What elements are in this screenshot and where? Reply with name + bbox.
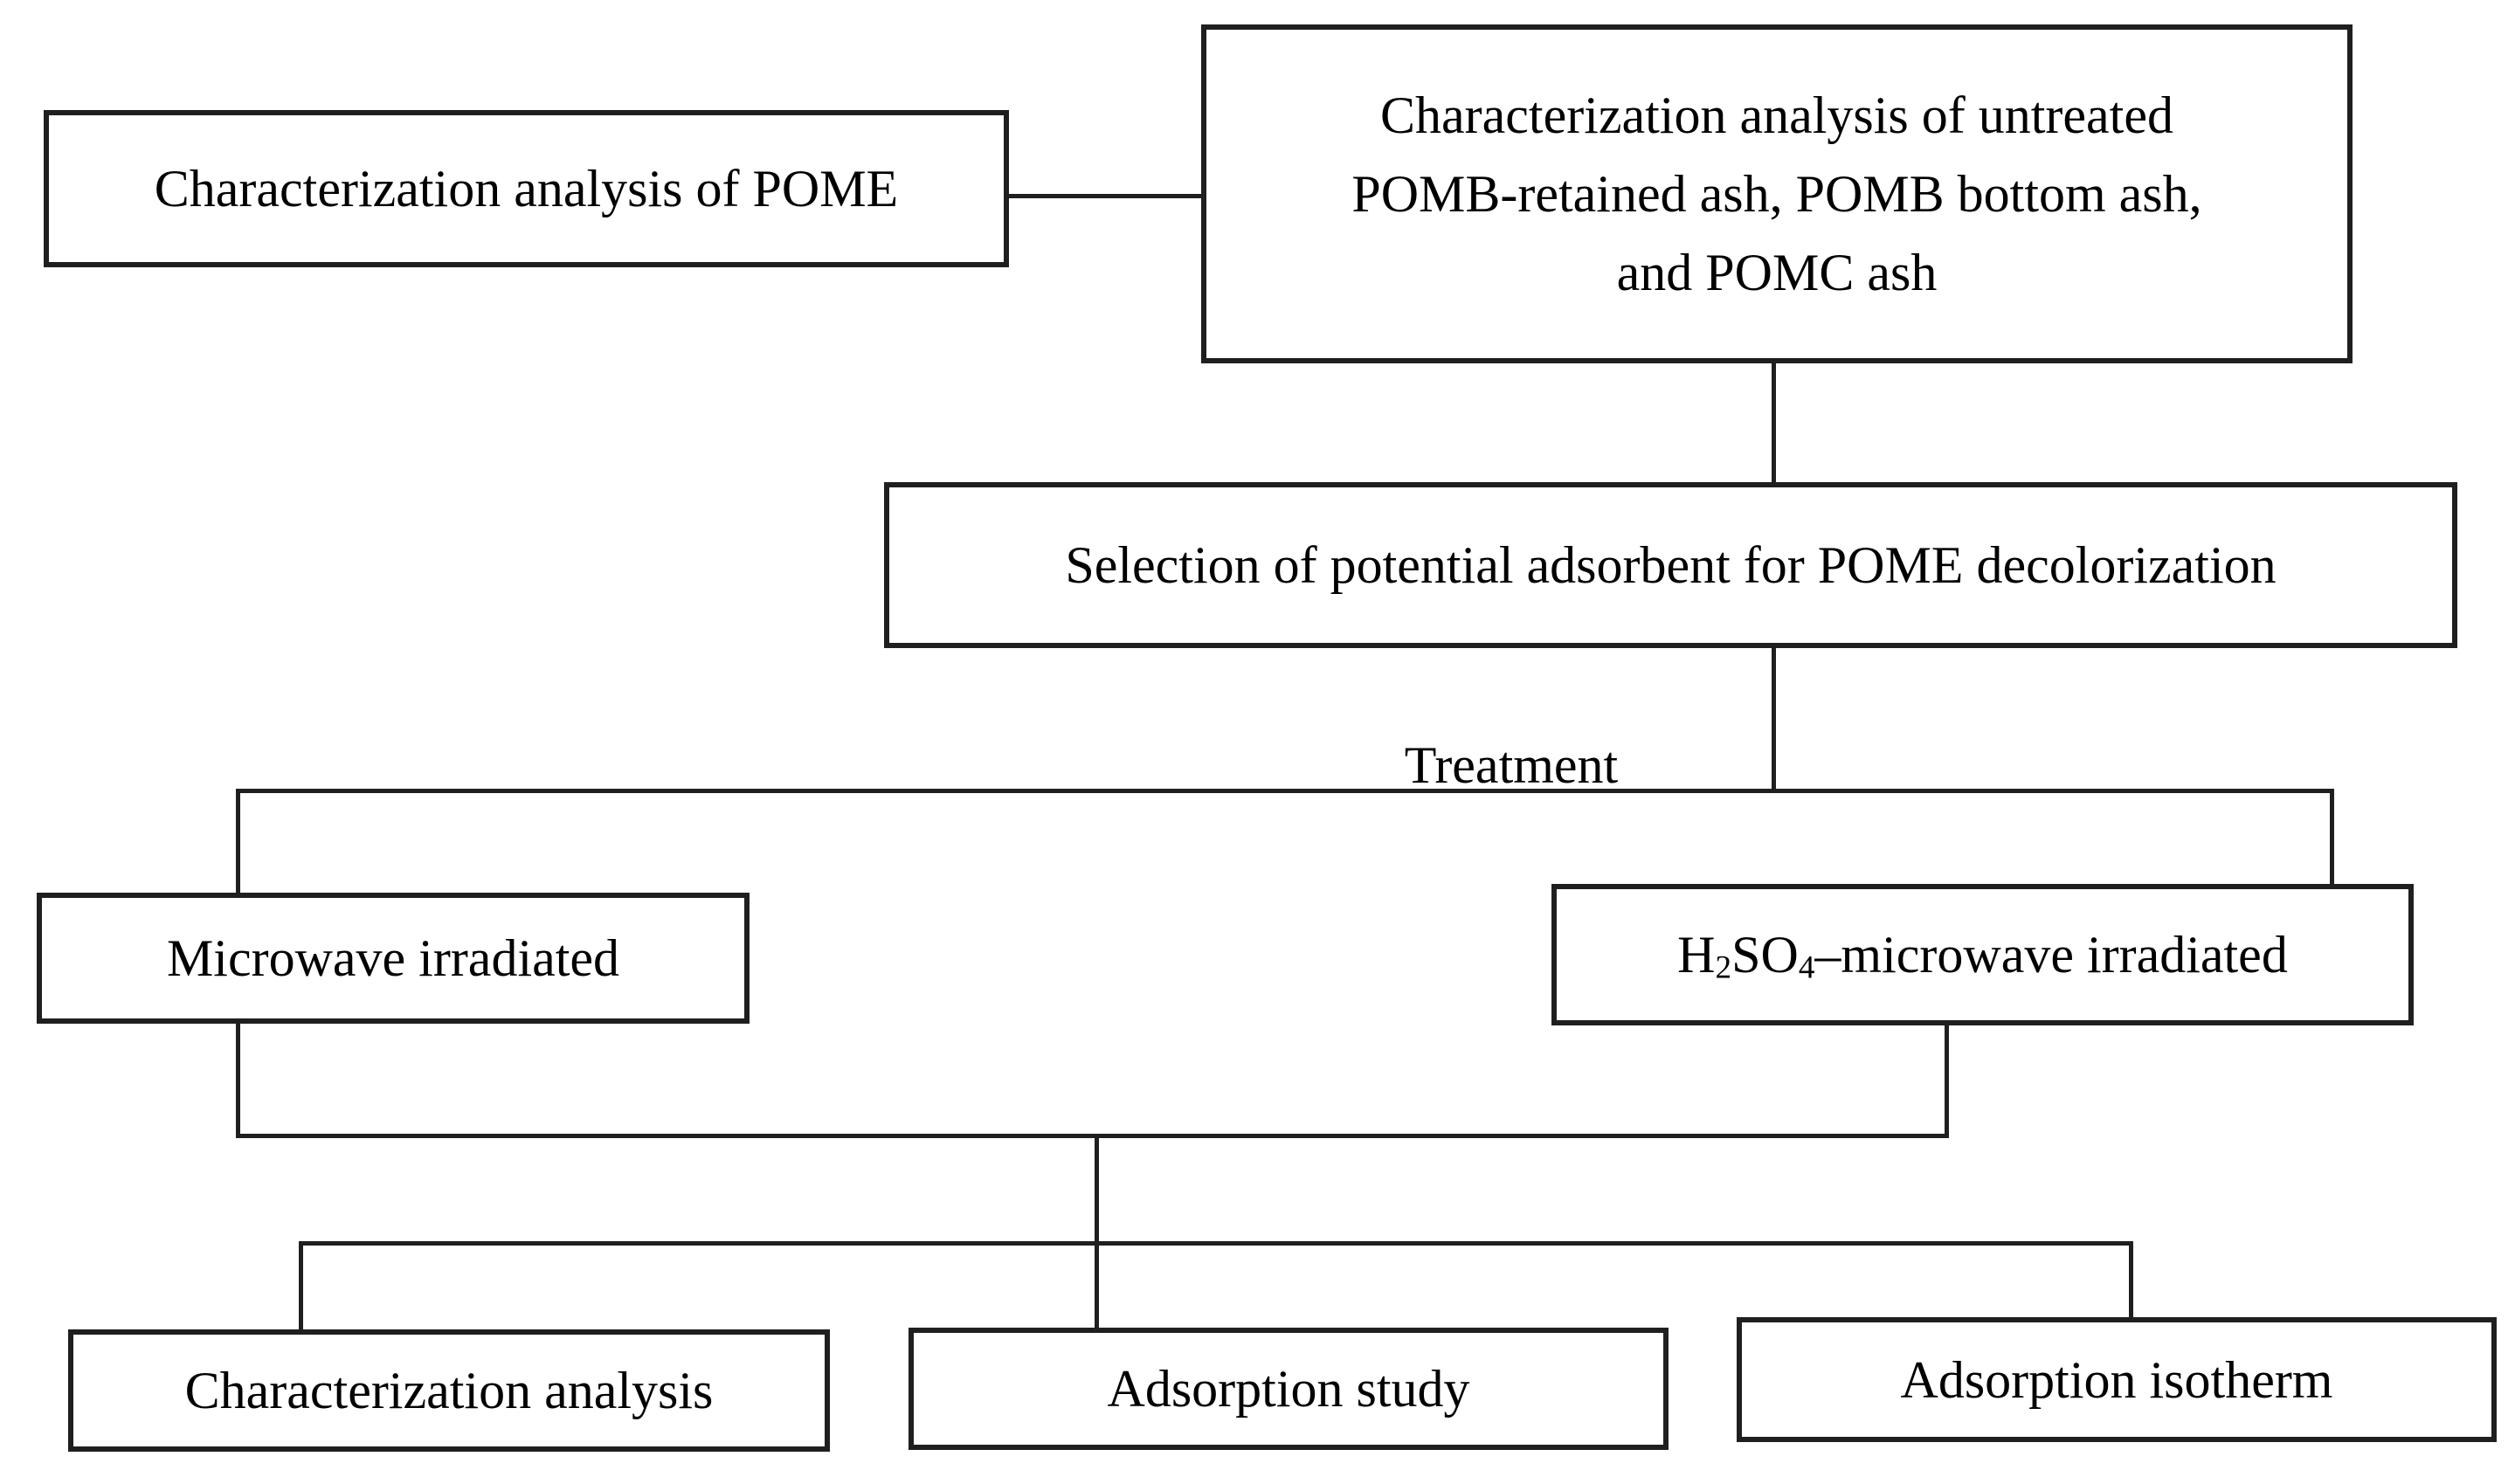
node-label-line-1: Characterization analysis of untreated [1380,86,2173,144]
treatment-branch-line [236,789,2334,793]
node-characterization-analysis: Characterization analysis [68,1329,830,1452]
node-microwave-irradiated: Microwave irradiated [37,893,750,1024]
node-label: Characterization analysis of untreated P… [1351,76,2201,312]
distribution-line [299,1241,2133,1246]
node-label: Microwave irradiated [166,929,620,987]
node-label: H2SO4–microwave irradiated [1677,915,2288,994]
node-label: Selection of potential adsorbent for POM… [1065,536,2277,594]
connector-distribution-adsorption-isotherm [2129,1241,2133,1318]
connector-merge-distribution [1095,1134,1099,1245]
node-label: Adsorption study [1107,1360,1470,1418]
merge-line [236,1134,1949,1138]
node-h2so4-microwave-irradiated: H2SO4–microwave irradiated [1551,884,2414,1025]
h2so4-formula-part: H [1677,926,1716,984]
connector-microwave-merge [236,1024,240,1137]
connector-h2so4-merge [1945,1025,1949,1137]
connector-branch-h2so4 [2330,789,2334,885]
node-label-line-2: POMB-retained ash, POMB bottom ash, [1351,165,2202,223]
node-untreated-ash-characterization: Characterization analysis of untreated P… [1201,24,2353,363]
connector-untreated-selection [1772,363,1776,483]
node-adsorption-isotherm: Adsorption isotherm [1737,1317,2497,1442]
node-adsorbent-selection: Selection of potential adsorbent for POM… [884,482,2457,648]
node-label: Characterization analysis of POME [154,160,899,217]
h2so4-label-rest: –microwave irradiated [1814,926,2288,984]
connector-distribution-adsorption-study [1095,1241,1099,1329]
node-adsorption-study: Adsorption study [909,1328,1669,1450]
connector-distribution-characterization [299,1241,303,1330]
h2so4-subscript-4: 4 [1798,949,1815,986]
h2so4-subscript-2: 2 [1715,949,1732,986]
connector-pome-untreated [1009,194,1203,198]
connector-branch-microwave [236,789,240,894]
h2so4-formula-part: SO [1731,926,1799,984]
node-label: Characterization analysis [184,1362,714,1419]
treatment-label: Treatment [1404,736,1619,794]
node-label: Adsorption isotherm [1900,1350,2333,1409]
node-pome-characterization: Characterization analysis of POME [44,110,1009,267]
connector-selection-branch [1772,648,1776,791]
node-label-line-3: and POMC ash [1616,244,1938,301]
